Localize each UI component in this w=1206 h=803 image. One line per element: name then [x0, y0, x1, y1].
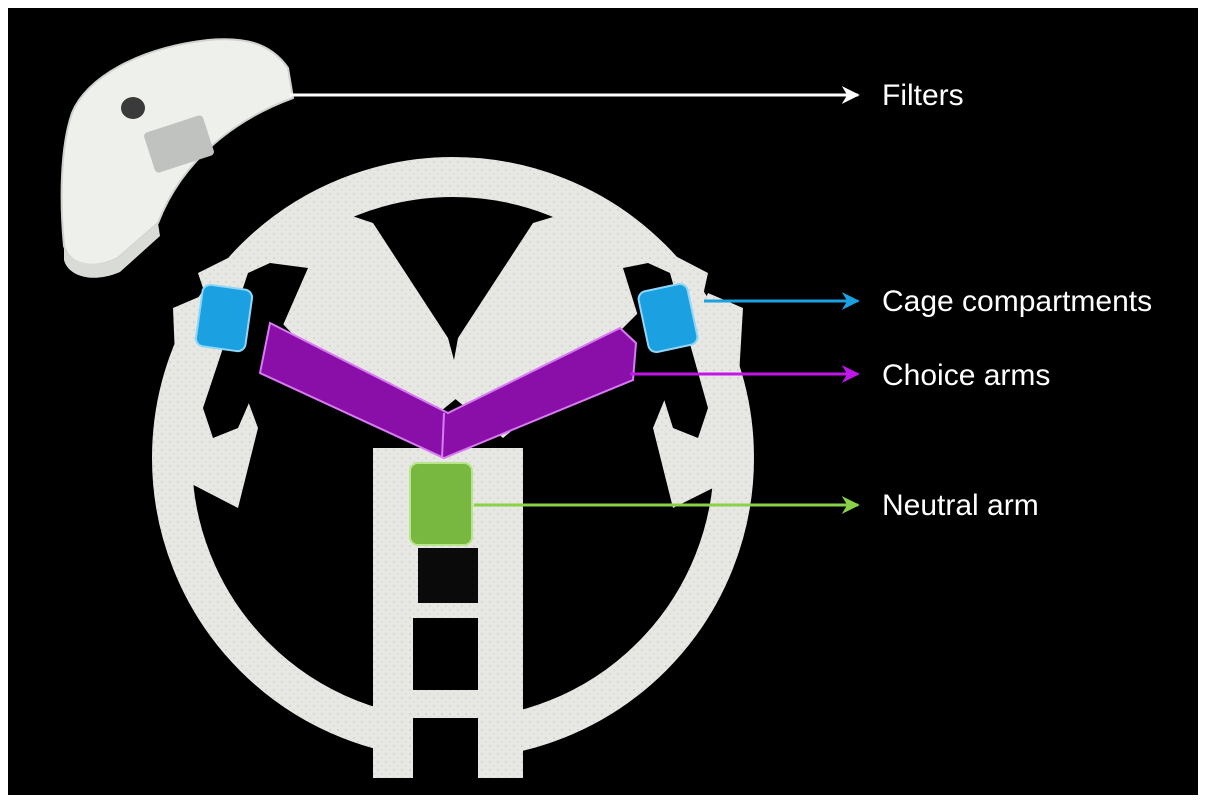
cage-compartments-label: Cage compartments — [882, 284, 1152, 320]
filters-label: Filters — [882, 78, 964, 114]
filter-hole-icon — [121, 97, 145, 119]
maze-diagram — [8, 8, 1198, 795]
neutral-arm-label: Neutral arm — [882, 488, 1039, 524]
figure-frame: Filters Cage compartments Choice arms Ne… — [8, 8, 1198, 795]
neutral-arm-overlay — [410, 463, 472, 545]
choice-arms-label: Choice arms — [882, 358, 1050, 394]
cage-compartment-left — [195, 284, 253, 352]
